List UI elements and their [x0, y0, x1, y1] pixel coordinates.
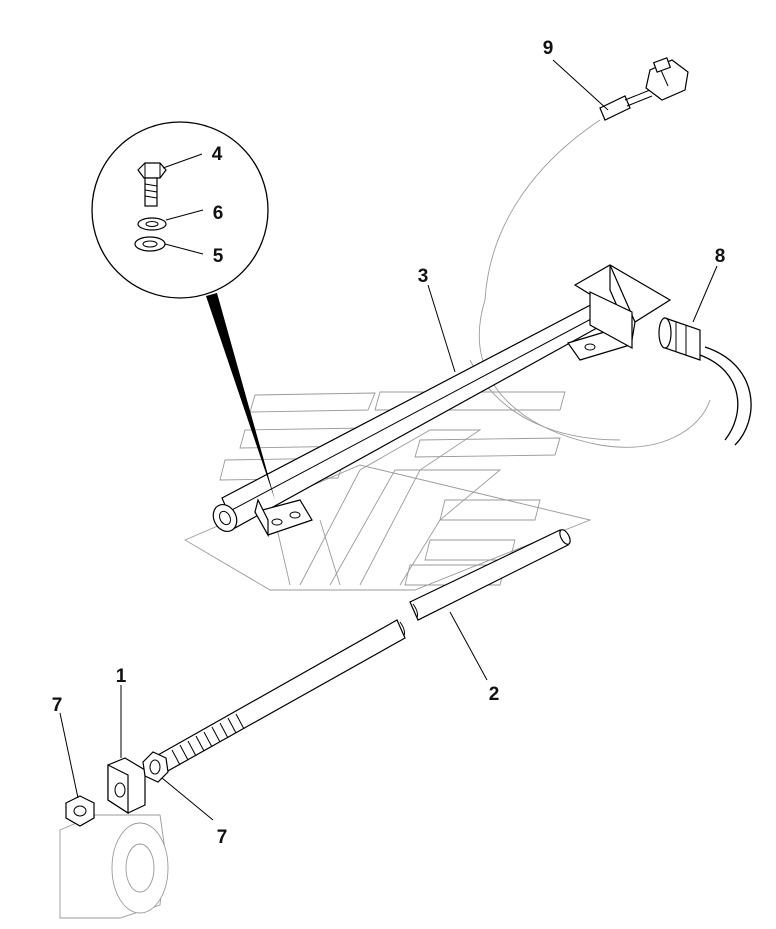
callout-8: 8: [715, 246, 726, 267]
part-3-tube-assembly: [212, 264, 672, 538]
callout-5: 5: [213, 246, 224, 267]
ghost-hub: [59, 814, 169, 919]
callout-2: 2: [489, 684, 500, 705]
callout-1: 1: [116, 666, 127, 687]
part-7-nut-left: [65, 795, 95, 827]
leader-lines: [59, 59, 718, 821]
callout-9: 9: [543, 38, 554, 59]
callout-labels: 1 2 3 4 5 6 7 7 8 9: [52, 38, 726, 848]
rod-thread: [171, 713, 245, 766]
part-1-block: [107, 757, 146, 815]
part-9-connector: [599, 57, 689, 121]
callout-7-right: 7: [217, 827, 228, 848]
part-7-nut-rod: [142, 751, 169, 783]
part-2-threaded-rod: [157, 529, 571, 773]
detail-circle: [91, 121, 275, 500]
callout-3: 3: [418, 266, 429, 287]
callout-6: 6: [213, 203, 224, 224]
callout-7-left: 7: [52, 695, 63, 716]
callout-4: 4: [212, 144, 223, 165]
part-8-sensor-cable: [658, 317, 752, 446]
